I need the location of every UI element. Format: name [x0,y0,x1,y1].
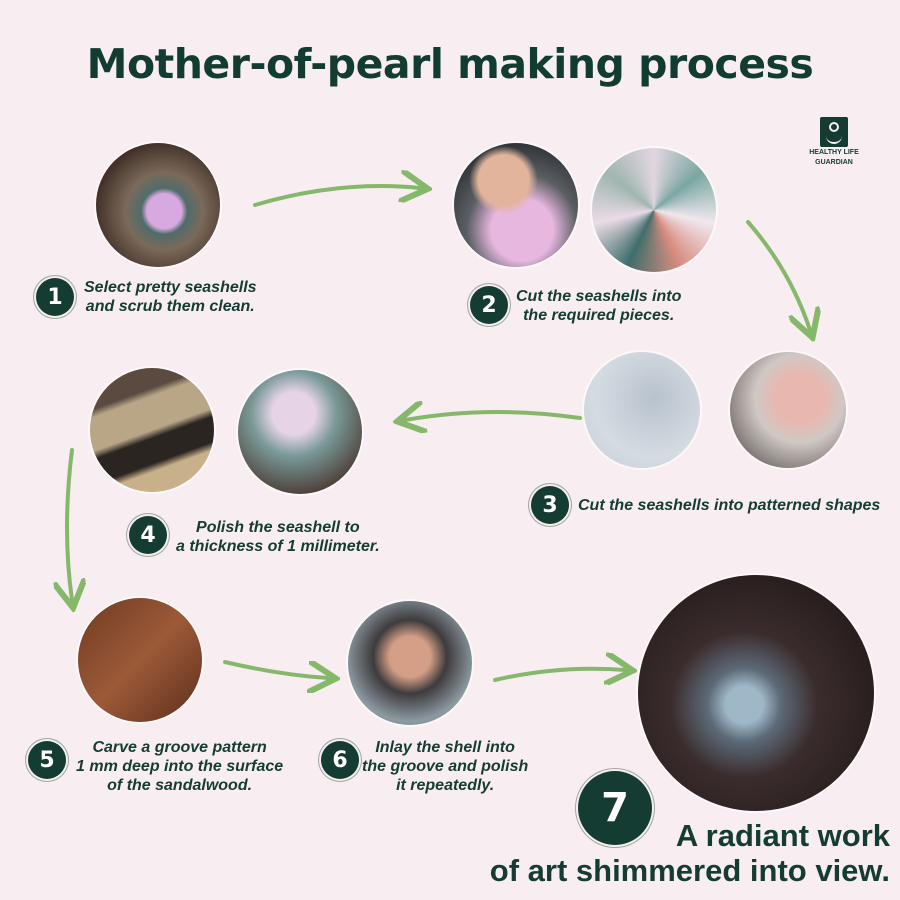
step-2-line-1: Cut the seashells into [516,288,682,305]
step-1-text: Select pretty seashells and scrub them c… [84,278,257,316]
step-4-line-1: Polish the seashell to [196,519,360,536]
step-2-line-2: the required pieces. [523,307,675,324]
step-3-line-1: Cut the seashells into patterned shapes [578,497,881,514]
step-6-line-2: the groove and polish [362,758,529,775]
step-7-line-2: of art shimmered into view. [489,853,890,888]
photo-shell-shapes [238,370,362,494]
photo-cutting-shell [454,143,578,267]
photo-inlaying [348,601,472,725]
step-6-badge: 6 [321,741,359,779]
logo-text-1: HEALTHY LIFE [809,149,859,156]
logo-icon [820,117,848,147]
photo-cutting-shapes [730,352,846,468]
step-1-line-1: Select pretty seashells [84,279,257,296]
arrow-6-7 [493,669,625,680]
step-5-line-3: of the sandalwood. [107,777,253,794]
step-2-text: Cut the seashells into the required piec… [516,287,681,325]
photo-carving-wood [78,598,202,722]
step-4-text: Polish the seashell to a thickness of 1 … [176,518,380,556]
photo-pattern-drawing [584,352,700,468]
step-7-badge: 7 [578,771,652,845]
step-7-line-1: A radiant work [675,818,890,853]
photo-seashells [96,143,220,267]
arrow-5-6 [223,660,328,678]
arrow-3-4 [405,412,582,420]
step-6-line-1: Inlay the shell into [375,739,515,756]
step-5-badge: 5 [28,741,66,779]
step-1-line-2: and scrub them clean. [85,298,255,315]
step-2-badge: 2 [470,286,508,324]
arrow-2-3 [746,220,810,330]
photo-finished-artwork [638,575,874,811]
brand-logo: HEALTHY LIFE GUARDIAN [806,117,862,167]
step-6-text: Inlay the shell into the groove and poli… [362,738,528,795]
arrow-1-2 [253,186,420,207]
step-5-text: Carve a groove pattern 1 mm deep into th… [76,738,283,795]
step-4-line-2: a thickness of 1 millimeter. [176,538,380,555]
photo-polishing [90,368,214,492]
step-1-badge: 1 [36,278,74,316]
step-4-badge: 4 [129,516,167,554]
step-3-badge: 3 [531,486,569,524]
step-6-line-3: it repeatedly. [396,777,495,794]
logo-text-2: GUARDIAN [815,159,853,166]
photo-shell-pieces [592,148,716,272]
step-5-line-1: Carve a groove pattern [92,739,267,756]
arrow-4-5 [67,448,72,600]
step-3-text: Cut the seashells into patterned shapes [578,496,880,515]
page-title: Mother-of-pearl making process [86,40,814,88]
step-5-line-2: 1 mm deep into the surface [76,758,284,775]
